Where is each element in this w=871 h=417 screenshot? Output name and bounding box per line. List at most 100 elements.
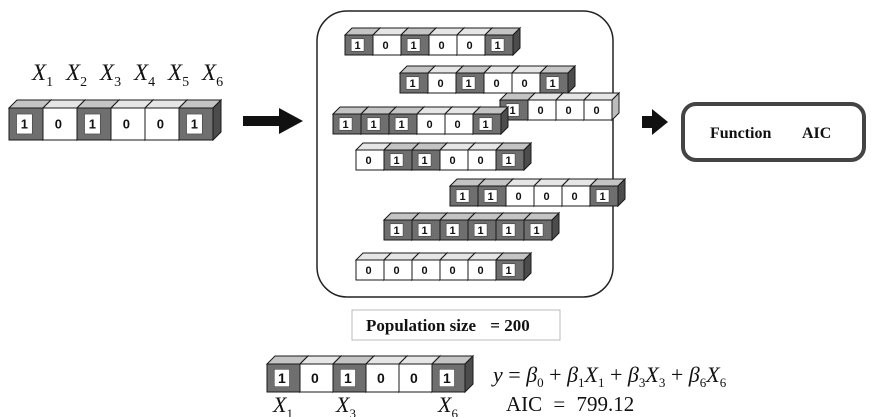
arrow-right-icon <box>243 108 303 134</box>
bit-value: 0 <box>538 105 544 117</box>
bit-value: 1 <box>422 225 428 237</box>
variable-label: X3 <box>99 60 121 90</box>
bit-value: 1 <box>495 40 501 52</box>
bit-cell: 0 <box>482 64 521 95</box>
bit-value: 0 <box>439 40 445 52</box>
regression-equation: y = β0 + β1X1 + β3X3 + β6X6 <box>491 362 727 390</box>
bit-value: 1 <box>411 40 417 52</box>
bit-value: 1 <box>89 117 96 132</box>
arrow-right-icon <box>642 109 668 135</box>
bit-cell: 1 <box>494 251 533 282</box>
bit-value: 1 <box>191 117 198 132</box>
aic-result-value: 799.12 <box>577 392 635 416</box>
population-row: 1 0 1 0 0 1 <box>343 26 522 57</box>
population-size-box: Population size = 200 <box>351 309 561 341</box>
bit-value: 0 <box>383 40 389 52</box>
bit-value: 1 <box>399 119 405 131</box>
bit-value: 0 <box>572 191 578 203</box>
bit-cell: 0 <box>582 91 621 122</box>
bit-value: 1 <box>394 155 400 167</box>
bit-value: 0 <box>157 117 164 132</box>
bit-value: 0 <box>478 155 484 167</box>
variable-label: X2 <box>65 60 87 90</box>
function-aic-box: Function AIC <box>681 102 866 162</box>
bit-cell: 1 <box>398 64 437 95</box>
bit-cell: 1 <box>382 211 421 242</box>
variable-label: X6 <box>201 60 223 90</box>
population-row: 0 0 0 0 0 1 <box>354 251 533 282</box>
bit-cell: 0 <box>532 177 571 208</box>
bit-value: 0 <box>366 155 372 167</box>
bit-value: 1 <box>483 119 489 131</box>
bit-value: 0 <box>494 78 500 90</box>
bit-value: 1 <box>460 191 466 203</box>
population-size-value: = 200 <box>490 316 529 335</box>
bit-value: 0 <box>450 155 456 167</box>
bit-value: 1 <box>466 78 472 90</box>
input-variable-labels: X1 X2 X3 X4 X5 X6 <box>31 60 223 90</box>
bit-value: 0 <box>478 265 484 277</box>
bit-value: 1 <box>443 370 451 386</box>
bit-value: 1 <box>344 370 352 386</box>
variable-label: X5 <box>167 60 189 90</box>
bit-cell: 1 <box>483 26 522 57</box>
bit-value: 1 <box>278 370 286 386</box>
selected-variable-label: X6 <box>437 392 458 417</box>
variable-label: X4 <box>133 60 155 90</box>
population-row: 0 1 1 0 0 1 <box>354 141 533 172</box>
bit-value: 0 <box>311 370 319 386</box>
bit-value: 1 <box>410 78 416 90</box>
bit-cell: 1 <box>494 141 533 172</box>
bit-value: 0 <box>427 119 433 131</box>
variable-label: X1 <box>31 60 53 90</box>
bit-value: 1 <box>506 265 512 277</box>
bit-cell: 1 <box>430 354 475 394</box>
bit-value: 0 <box>366 265 372 277</box>
bit-value: 1 <box>343 119 349 131</box>
aic-result-label: AIC <box>506 392 542 416</box>
bit-cell: 0 <box>143 98 189 142</box>
bit-value: 1 <box>371 119 377 131</box>
svg-text:Population size = 200: Population size = 200 <box>366 316 530 335</box>
bit-value: 1 <box>394 225 400 237</box>
bit-value: 1 <box>478 225 484 237</box>
bit-value: 0 <box>467 40 473 52</box>
bit-value: 1 <box>506 225 512 237</box>
selected-variable-label: X3 <box>335 392 356 417</box>
bit-value: 0 <box>594 105 600 117</box>
bit-value: 0 <box>438 78 444 90</box>
bit-value: 1 <box>21 117 28 132</box>
bit-value: 1 <box>422 155 428 167</box>
bit-value: 0 <box>422 265 428 277</box>
bit-value: 1 <box>506 155 512 167</box>
bit-value: 1 <box>550 78 556 90</box>
bit-value: 0 <box>516 191 522 203</box>
bit-value: 0 <box>394 265 400 277</box>
bit-value: 1 <box>488 191 494 203</box>
bit-value: 1 <box>534 225 540 237</box>
bit-cell: 1 <box>471 105 510 136</box>
bit-cell: 1 <box>522 211 561 242</box>
bit-cell: 1 <box>359 105 398 136</box>
bit-value: 1 <box>510 105 516 117</box>
bit-cell: 1 <box>177 98 223 142</box>
best-chromosome: 1 0 1 0 0 1 <box>265 354 475 394</box>
bit-value: 1 <box>355 40 361 52</box>
bit-value: 0 <box>410 370 418 386</box>
bit-value: 0 <box>544 191 550 203</box>
bit-value: 0 <box>377 370 385 386</box>
population-size-label: Population size <box>366 316 476 335</box>
bit-cell: 1 <box>538 64 577 95</box>
bit-cell: 1 <box>588 177 627 208</box>
aic-result: AIC = 799.12 <box>506 392 634 416</box>
bit-value: 0 <box>450 265 456 277</box>
